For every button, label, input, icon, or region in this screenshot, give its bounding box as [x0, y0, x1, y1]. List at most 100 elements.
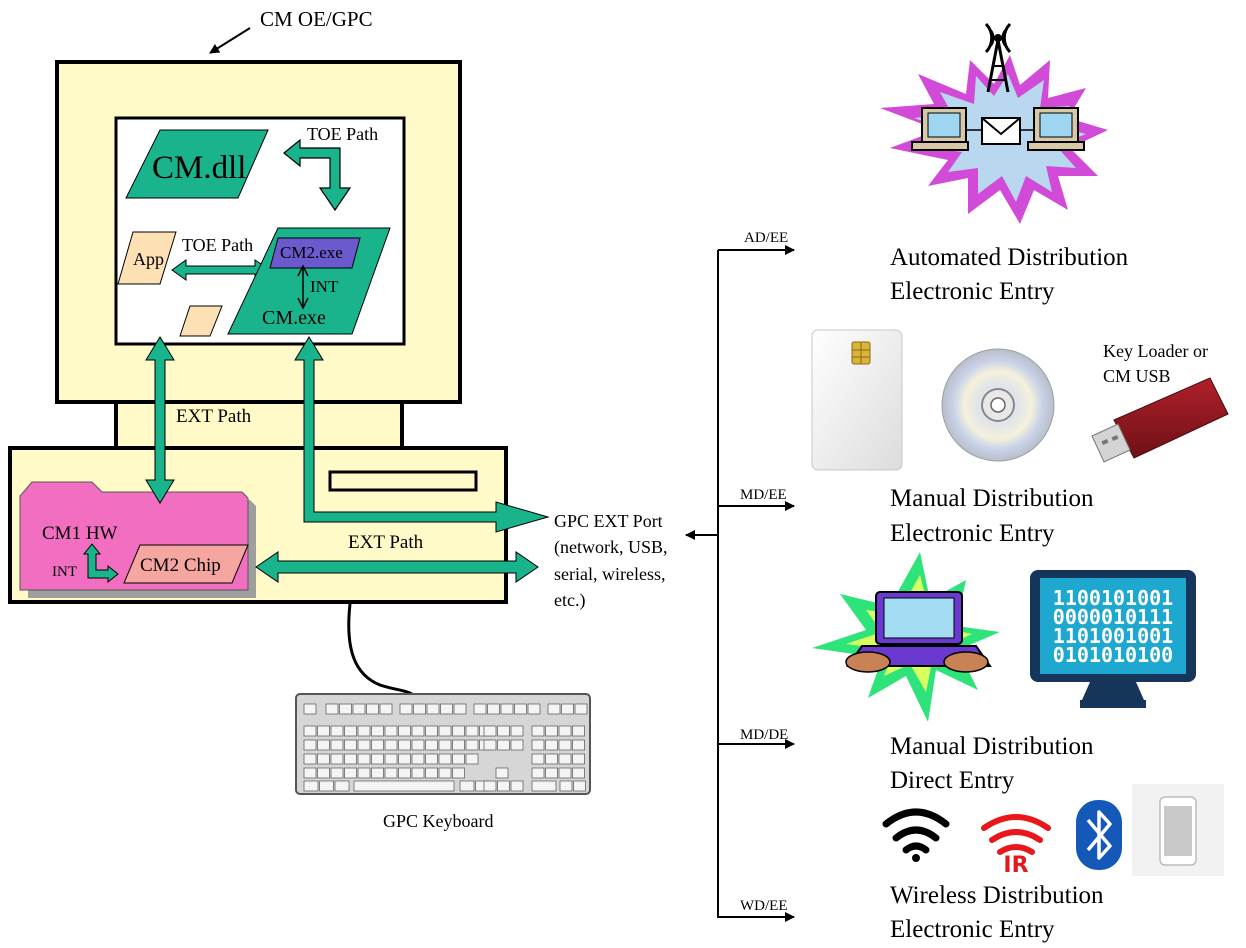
keyboard-key [510, 780, 524, 792]
keyboard-key [330, 753, 344, 765]
keyboard-key [339, 703, 352, 715]
ext-path-vertical-arrow-left [145, 336, 175, 504]
keyboard-key [384, 767, 398, 779]
keyboard-key [303, 780, 319, 792]
keyboard-key [545, 753, 558, 765]
keyboard-key [531, 780, 557, 792]
title-pointer-arrow [209, 27, 251, 54]
keyboard-key [473, 703, 487, 715]
ext-path-bent-arrow-right [294, 336, 550, 533]
cm2-chip-label: CM2 Chip [140, 555, 221, 576]
ad-ee-label: AD/EE [744, 230, 788, 246]
port-line-4: etc.) [554, 590, 585, 611]
keyboard-key [413, 703, 426, 715]
cm1-hw-label: CM1 HW [42, 523, 118, 544]
keyboard-key [452, 767, 465, 779]
keyboard-key [531, 753, 545, 765]
keyboard-key [483, 739, 497, 751]
keyboard-key [425, 753, 438, 765]
keyboard-key [483, 780, 497, 792]
keyboard-key [334, 780, 350, 792]
keyboard-key [452, 725, 465, 737]
keyboard-image [295, 693, 591, 795]
keyboard-key [352, 703, 366, 715]
keyboard-key [438, 767, 452, 779]
keyboard-key [487, 703, 500, 715]
keyboard-key [366, 703, 379, 715]
keyboard-key [371, 725, 384, 737]
port-line-3: serial, wireless, [554, 564, 665, 584]
keyboard-key [344, 725, 357, 737]
keyboard-key [531, 739, 545, 751]
infrared-icon: IR [981, 814, 1051, 878]
keyboard-key [398, 753, 411, 765]
keyboard-key [398, 725, 411, 737]
keyboard-key [317, 725, 330, 737]
keyboard-key [559, 780, 573, 792]
manual-direct-line-2: Direct Entry [890, 767, 1015, 794]
keyboard-key [344, 767, 357, 779]
keyboard-key [411, 767, 425, 779]
wireless-line-2: Electronic Entry [890, 916, 1055, 943]
keyboard-label: GPC Keyboard [383, 811, 494, 831]
keyboard-key [425, 767, 438, 779]
keyboard-key [558, 725, 572, 737]
keyboard-key [357, 767, 371, 779]
keyboard-key [545, 767, 558, 779]
toe-path-top-label: TOE Path [307, 124, 378, 144]
keyboard-key [547, 703, 561, 715]
int-bent-arrow [82, 543, 119, 584]
keyboard-key [317, 767, 330, 779]
keyboard-key [572, 725, 585, 737]
keyboard-key [514, 703, 527, 715]
keyboard-key [344, 739, 357, 751]
md-ee-label: MD/EE [740, 487, 787, 503]
cm2-exe-block [269, 237, 361, 269]
ext-path-vertical-label: EXT Path [176, 406, 252, 427]
keyboard-key [303, 703, 317, 715]
small-component-block [179, 305, 223, 337]
int-label-chip: INT [52, 564, 77, 580]
cd-disc-icon [941, 348, 1055, 462]
keyboard-key [561, 703, 574, 715]
keyboard-key [500, 703, 514, 715]
keyboard-key [371, 753, 384, 765]
keyboard-key [497, 739, 510, 751]
keyboard-key [303, 725, 317, 737]
keyboard-key [399, 703, 413, 715]
keyboard-key [371, 767, 384, 779]
md-de-label: MD/DE [740, 727, 788, 743]
int-arrowheads [297, 264, 309, 310]
keyboard-key [531, 767, 545, 779]
keyboard-key [452, 753, 465, 765]
cm-dll-label: CM.dll [152, 150, 246, 186]
keyboard-key [465, 725, 479, 737]
binary-monitor-icon: 1100101001 0000010111 1101001001 0101010… [1030, 570, 1196, 708]
keyboard-key [371, 739, 384, 751]
keyboard-key [426, 703, 440, 715]
bluetooth-icon [1076, 800, 1122, 870]
keyboard-key [572, 767, 585, 779]
binary-row-3: 1101001001 [1053, 624, 1173, 648]
keyboard-key [510, 739, 524, 751]
keyboard-key [398, 739, 411, 751]
wd-ee-label: WD/EE [740, 898, 787, 914]
ext-path-horizontal-arrow [255, 551, 539, 583]
binary-row-1: 1100101001 [1053, 586, 1173, 610]
keyboard-key [465, 753, 479, 765]
keyboard-key [453, 703, 467, 715]
keyboard-key [495, 767, 509, 779]
gpc-ext-port-label: GPC EXT Port (network, USB, serial, wire… [554, 511, 668, 611]
keyboard-cable [347, 603, 413, 696]
keyboard-key [330, 739, 344, 751]
keyboard-key [438, 739, 452, 751]
keyboard-key [317, 739, 330, 751]
keyboard-key [325, 703, 339, 715]
keyboard-key [574, 703, 588, 715]
keyboard-key [411, 739, 425, 751]
smart-card-icon [811, 329, 903, 471]
keyboard-key [425, 725, 438, 737]
int-label-screen: INT [310, 277, 339, 296]
keyboard-key [459, 780, 475, 792]
